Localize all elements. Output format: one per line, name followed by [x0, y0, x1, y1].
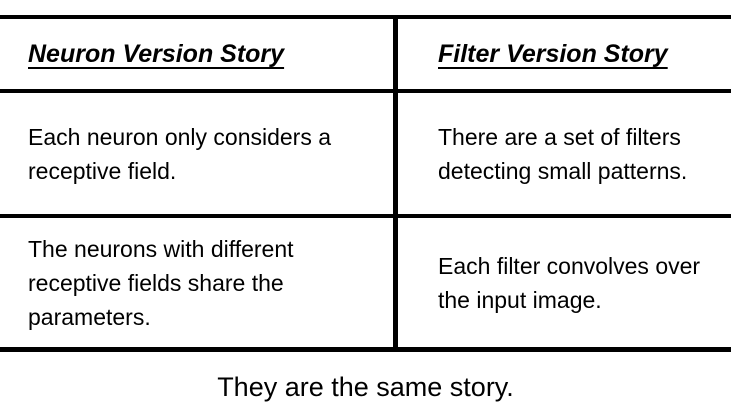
table-top-border	[0, 15, 731, 19]
header-filter-version-text: Filter Version Story	[438, 40, 668, 68]
table-cell-filter-convolves: Each filter convolves over the input ima…	[398, 218, 731, 347]
comparison-table: Neuron Version Story Filter Version Stor…	[0, 15, 731, 352]
cell-text: Each neuron only considers a receptive f…	[28, 123, 332, 184]
header-neuron-version-text: Neuron Version Story	[28, 40, 285, 68]
column-divider	[393, 15, 398, 352]
header-neuron-version: Neuron Version Story	[0, 19, 393, 89]
header-filter-version: Filter Version Story	[398, 19, 731, 89]
cell-text: There are a set of filters detecting sma…	[438, 123, 688, 184]
cell-text: The neurons with different receptive fie…	[28, 235, 294, 330]
caption-text: They are the same story.	[217, 372, 514, 402]
header-divider	[0, 89, 731, 93]
table-cell-neuron-receptive-field: Each neuron only considers a receptive f…	[0, 93, 393, 214]
table-cell-neuron-share-parameters: The neurons with different receptive fie…	[0, 218, 393, 347]
row-divider	[0, 214, 731, 218]
table-cell-filter-patterns: There are a set of filters detecting sma…	[398, 93, 731, 214]
cell-text: Each filter convolves over the input ima…	[438, 252, 701, 313]
table-bottom-border	[0, 347, 731, 352]
